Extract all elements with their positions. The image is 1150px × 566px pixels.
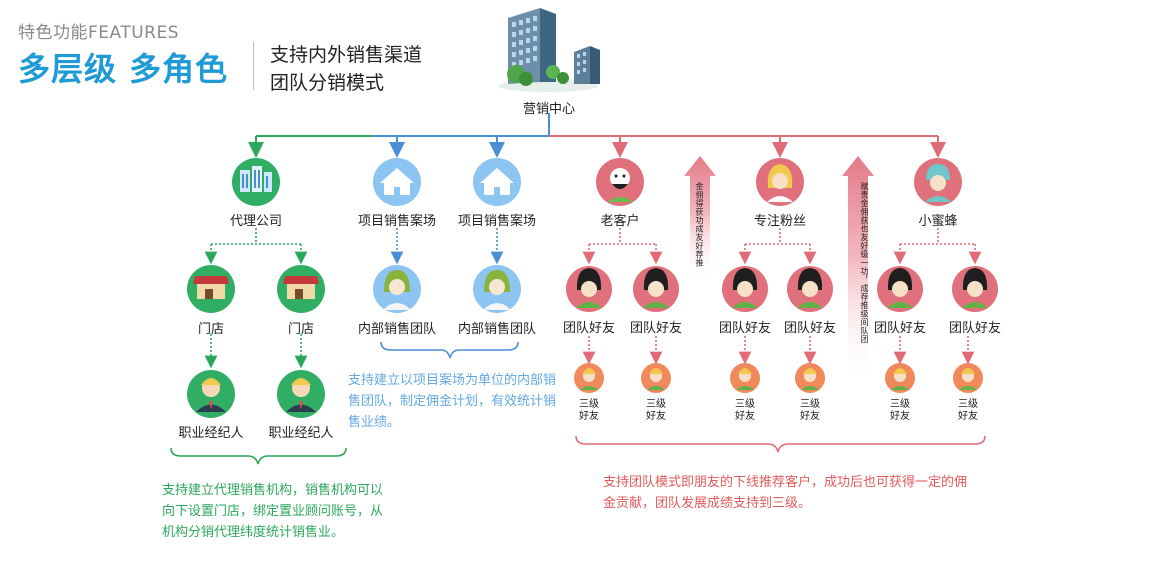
upward-arrow-icon — [684, 156, 716, 284]
third-friend-avatar-icon — [730, 363, 760, 393]
header-divider — [253, 42, 254, 90]
inner-team-label: 内部销售团队 — [357, 322, 437, 337]
team-friend-avatar-icon — [952, 266, 998, 312]
broker-label: 职业经纪人 — [268, 426, 334, 441]
agency-company-label: 代理公司 — [229, 214, 283, 229]
team-member-avatar-icon — [373, 265, 421, 313]
subtitle-line-2: 团队分销模式 — [270, 72, 385, 94]
team-friend-avatar-icon — [787, 266, 833, 312]
blue-brace — [380, 341, 519, 359]
bee-label: 小蜜蜂 — [918, 214, 958, 229]
team-friend-label: 团队好友 — [948, 321, 1002, 336]
old-customer-avatar-icon — [596, 158, 644, 206]
third-friend-label: 三级好友 — [800, 399, 820, 422]
third-friend-label: 三级好友 — [735, 399, 755, 422]
inner-team-label: 内部销售团队 — [457, 322, 537, 337]
agency-description: 支持建立代理销售机构，销售机构可以向下设置门店，绑定置业顾问账号，从机构分销代理… — [162, 483, 384, 540]
third-friend-avatar-icon — [641, 363, 671, 393]
house-icon — [373, 158, 421, 206]
third-friend-avatar-icon — [953, 363, 983, 393]
green-brace — [170, 447, 347, 465]
broker-avatar-icon — [187, 370, 235, 418]
arrow-reward-text: 金佣得获功成友好荐推 — [695, 182, 704, 267]
store-label: 门店 — [197, 322, 225, 337]
building-icon — [498, 8, 600, 92]
team-friend-label: 团队好友 — [873, 321, 927, 336]
team-friend-label: 团队好友 — [783, 321, 837, 336]
team-friend-avatar-icon — [633, 266, 679, 312]
bee-avatar-icon — [914, 158, 962, 206]
third-friend-label: 三级好友 — [890, 399, 910, 422]
third-friend-label: 三级好友 — [958, 399, 978, 422]
team-friend-label: 团队好友 — [629, 321, 683, 336]
house-icon — [473, 158, 521, 206]
third-friend-avatar-icon — [885, 363, 915, 393]
project-description: 支持建立以项目案场为单位的内部销售团队，制定佣金计划，有效统计销售业绩。 — [348, 373, 557, 430]
subtitle-line-1: 支持内外销售渠道 — [270, 44, 423, 66]
team-friend-avatar-icon — [566, 266, 612, 312]
third-friend-avatar-icon — [795, 363, 825, 393]
third-friend-avatar-icon — [574, 363, 604, 393]
third-friend-label: 三级好友 — [579, 399, 599, 422]
team-friend-avatar-icon — [722, 266, 768, 312]
third-friend-label: 三级好友 — [646, 399, 666, 422]
old-customer-label: 老客户 — [600, 214, 640, 229]
fan-avatar-icon — [756, 158, 804, 206]
headline: 多层级 多角色 — [18, 50, 229, 88]
store-label: 门店 — [287, 322, 315, 337]
team-friend-label: 团队好友 — [562, 321, 616, 336]
team-friend-avatar-icon — [877, 266, 923, 312]
red-brace — [575, 435, 986, 453]
team-description: 支持团队模式即朋友的下线推荐客户，成功后也可获得一定的佣金贡献，团队发展成绩支持… — [603, 475, 968, 511]
upward-arrow-icon — [842, 156, 874, 384]
case-field-label: 项目销售案场 — [457, 214, 537, 229]
company-building-icon — [232, 158, 280, 206]
shop-icon — [187, 265, 235, 313]
case-field-label: 项目销售案场 — [357, 214, 437, 229]
root-label: 营销中心 — [522, 102, 576, 117]
broker-label: 职业经纪人 — [178, 426, 244, 441]
features-label: 特色功能FEATURES — [18, 23, 180, 43]
arrow-reward-text-2: 赋责金佣获也友好级一功，成荐推级间队团 — [860, 182, 869, 344]
fans-label: 专注粉丝 — [753, 214, 807, 229]
team-member-avatar-icon — [473, 265, 521, 313]
team-friend-label: 团队好友 — [718, 321, 772, 336]
broker-avatar-icon — [277, 370, 325, 418]
shop-icon — [277, 265, 325, 313]
